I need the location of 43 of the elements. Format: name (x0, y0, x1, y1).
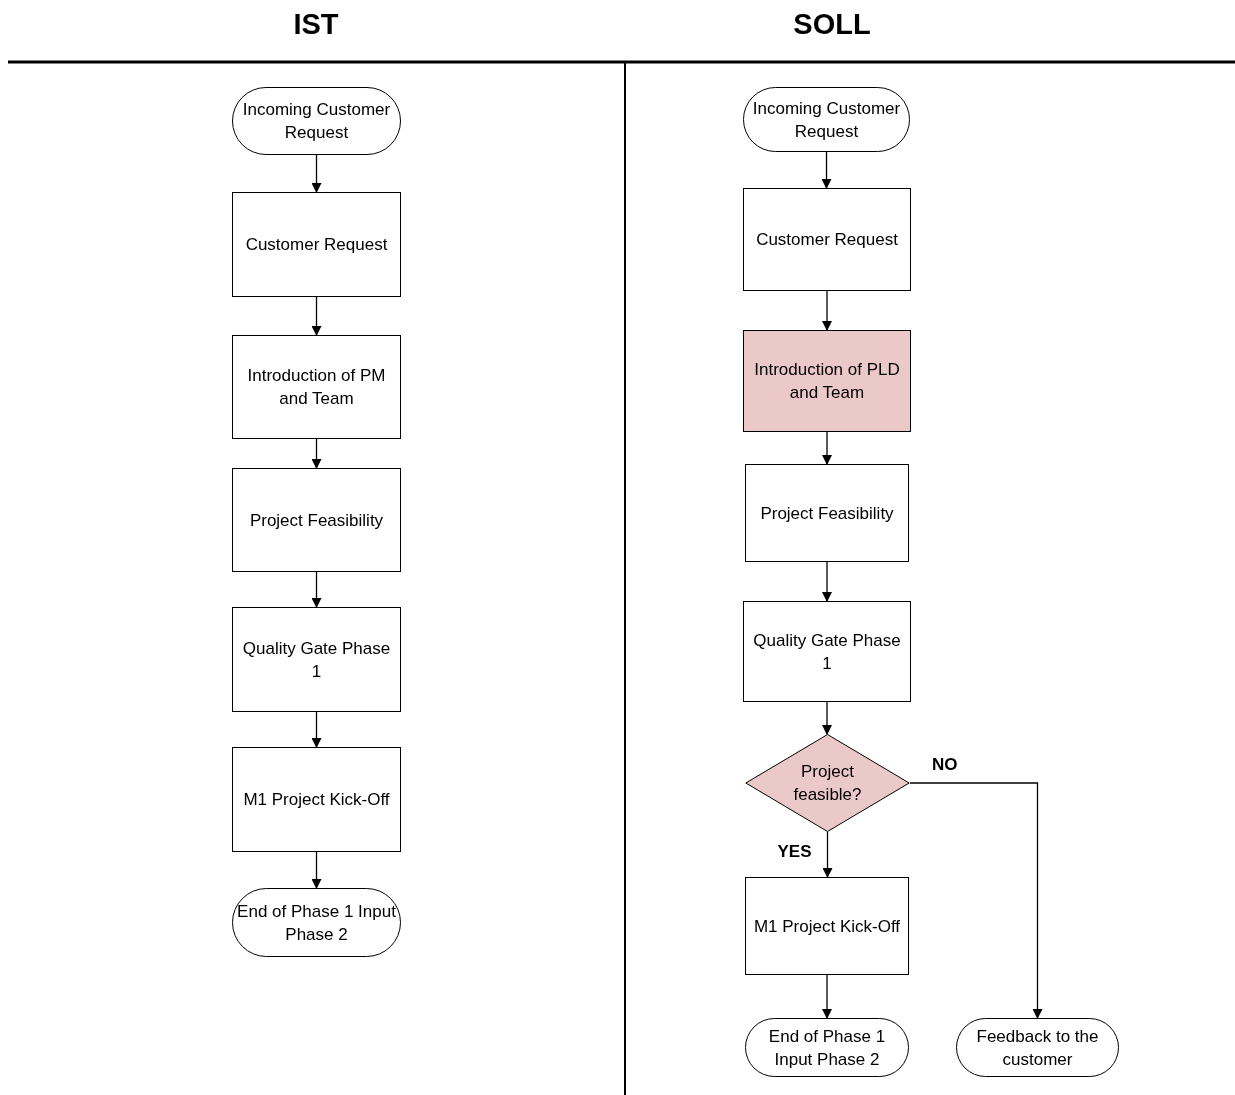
step-text: End of Phase 1 Input Phase 2 (767, 1025, 887, 1071)
step-text: Customer Request (755, 229, 899, 251)
process-box (232, 468, 401, 572)
process-box (743, 188, 911, 291)
step-text: Project Feasibility (759, 502, 895, 525)
step-text: Quality Gate Phase 1 (241, 637, 392, 683)
arrow (822, 974, 832, 1019)
step-text: Quality Gate Phase 1 (752, 629, 902, 675)
arrow (822, 290, 832, 331)
arrow (822, 431, 832, 465)
step-text: M1 Project Kick-Off (242, 789, 391, 811)
step-text: Incoming Customer Request (751, 97, 902, 143)
arrow (821, 151, 832, 189)
decision-diamond (745, 734, 910, 832)
step-text: Project feasible? (792, 761, 863, 806)
arrow (311, 154, 322, 193)
column-title: IST (292, 8, 340, 41)
step-text: End of Phase 1 Input Phase 2 (236, 900, 397, 946)
process-box (232, 607, 401, 712)
arrow (311, 711, 322, 748)
arrow (822, 561, 832, 602)
process-box (745, 464, 909, 562)
process-box (743, 601, 911, 702)
process-box (232, 335, 401, 439)
arrow (311, 571, 322, 608)
arrow (311, 296, 322, 336)
arrow (311, 438, 322, 469)
process-box (745, 877, 909, 975)
step-text: Project Feasibility (248, 509, 385, 532)
process-box (743, 330, 911, 432)
step-text: Feedback to the customer (975, 1025, 1100, 1071)
column-title: SOLL (792, 8, 872, 41)
arrow (909, 782, 1043, 1019)
step-text: Incoming Customer Request (241, 99, 392, 144)
arrow (822, 701, 832, 735)
process-box (232, 747, 401, 852)
step-text: M1 Project Kick-Off (752, 915, 902, 938)
arrow (822, 831, 833, 878)
process-box (232, 192, 401, 297)
step-text: Introduction of PLD and Team (753, 359, 901, 404)
step-text: Customer Request (244, 234, 389, 256)
arrow (311, 851, 322, 889)
step-text: Introduction of PM and Team (246, 365, 387, 410)
